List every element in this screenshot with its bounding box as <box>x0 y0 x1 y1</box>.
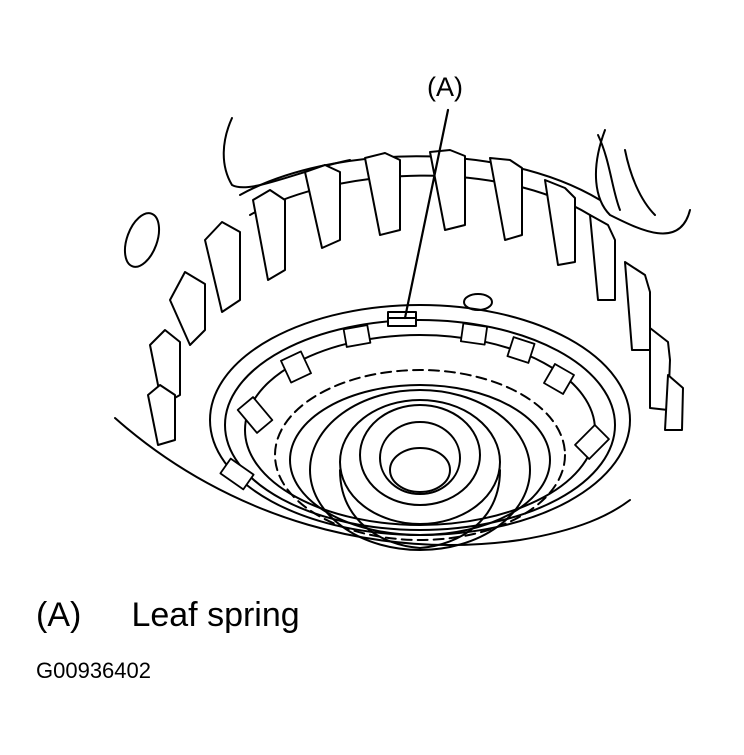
callout-leader-line <box>403 108 450 320</box>
hub-tooth-ring <box>274 369 566 541</box>
hub-step-2 <box>359 404 481 506</box>
case-outline-right <box>594 129 691 235</box>
housing-lower-arc <box>114 417 631 546</box>
hub-bore-inner <box>389 447 451 493</box>
hub-outer <box>309 389 531 551</box>
callout-label-a: (A) <box>427 72 463 102</box>
housing-hole-left <box>123 212 161 268</box>
ring-hole <box>463 293 493 311</box>
legend-row: (A) Leaf spring <box>36 596 300 635</box>
hub-ring-inner <box>289 384 551 536</box>
exploded-clutch-drum-illustration: (A) <box>114 72 691 551</box>
inner-plate-tabs <box>219 322 610 491</box>
hub-wall <box>339 469 501 549</box>
drum-outer-top <box>239 155 601 201</box>
figure-id: G00936402 <box>36 658 151 683</box>
legend-text: Leaf spring <box>131 596 300 634</box>
drum-outer-inner <box>249 174 591 216</box>
case-rib-right-2 <box>624 149 656 216</box>
drum-splines <box>147 149 684 446</box>
hub-step-1 <box>339 399 501 525</box>
legend-key: (A) <box>36 596 82 634</box>
case-rib-right <box>597 134 621 211</box>
hub-bore <box>379 421 461 495</box>
clutch-ring-second <box>224 319 616 531</box>
